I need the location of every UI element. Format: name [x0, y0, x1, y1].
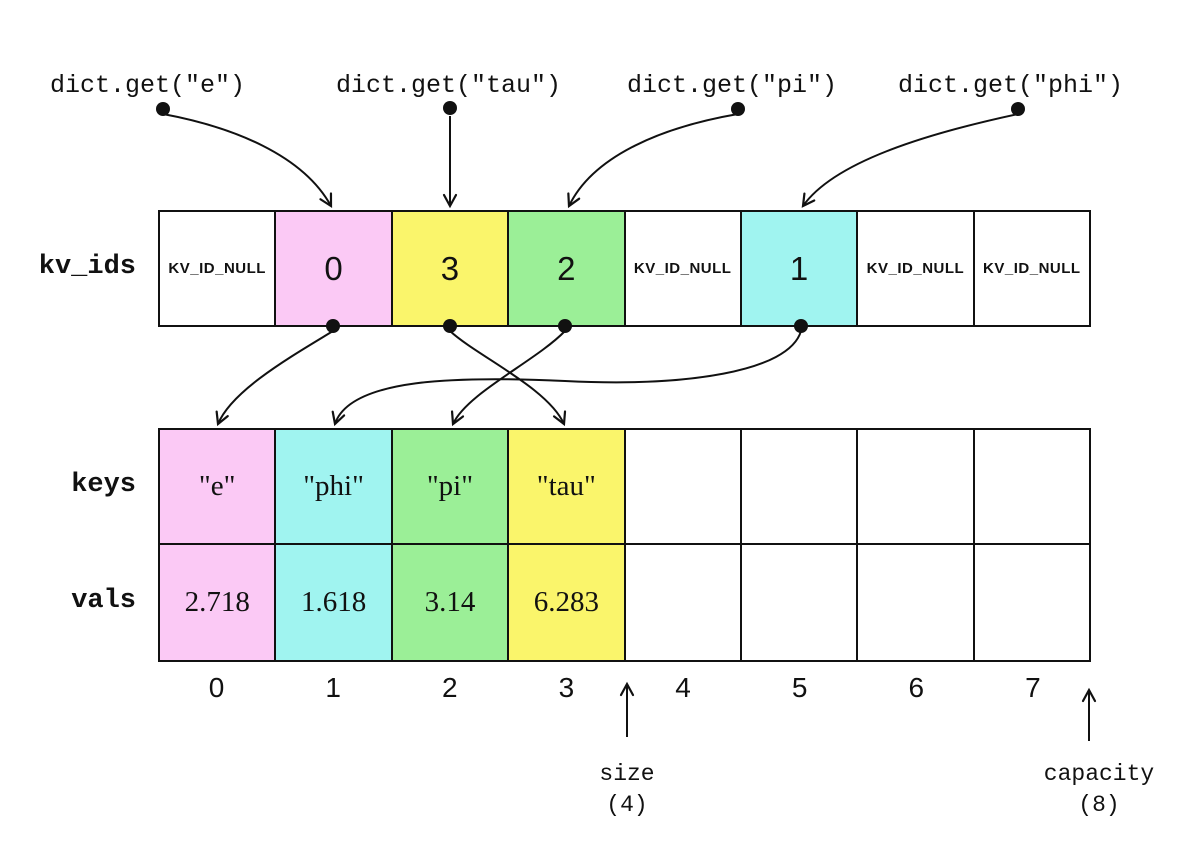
kv_ids-cell-value: 3 [440, 249, 460, 287]
vals-cell-value: 1.618 [300, 586, 367, 618]
vals-cell-6 [856, 543, 975, 662]
kv_ids-cell-4: KV_ID_NULL [623, 210, 742, 327]
slot-index-6: 6 [908, 672, 925, 703]
keys-cell-1: "phi" [274, 428, 393, 545]
row-label-vals: vals [71, 586, 136, 616]
vals-cell-0: 2.718 [158, 543, 277, 662]
arrow-kvid3-to-key-tau [449, 330, 567, 427]
vals-cell-value: 3.14 [424, 586, 476, 618]
query-label-tau: dict.get("tau") [336, 71, 562, 100]
kv_ids-cell-value: KV_ID_NULL [983, 260, 1081, 277]
kv_ids-cell-value: 2 [557, 249, 576, 287]
kv_ids-cell-value: KV_ID_NULL [633, 260, 732, 277]
kv_ids-cell-5: 1 [739, 210, 859, 327]
size-label: size [599, 761, 655, 787]
keys-cell-5 [739, 428, 859, 545]
vals-cell-7 [972, 543, 1091, 662]
vals-cell-1: 1.618 [274, 543, 393, 662]
vals-cell-value: 2.718 [184, 586, 250, 618]
kv_ids-cell-value: 0 [324, 249, 343, 287]
vals-cell-5 [739, 543, 859, 662]
keys-cell-value: "e" [198, 470, 236, 502]
kv_ids-cell-2: 3 [390, 210, 510, 327]
capacity-label: capacity [1043, 761, 1155, 787]
slot-index-2: 2 [441, 672, 458, 703]
slot-index-1: 1 [325, 672, 341, 703]
vals-cell-2: 3.14 [390, 543, 510, 662]
query-label-e: dict.get("e") [50, 71, 246, 100]
keys-cell-2: "pi" [390, 428, 510, 545]
slot-index-5: 5 [791, 672, 808, 703]
kv_ids-cell-7: KV_ID_NULL [972, 210, 1091, 327]
size-value: (4) [606, 792, 648, 818]
keys-cell-0: "e" [158, 428, 277, 545]
arrow-kvid2-to-key-pi [450, 330, 566, 427]
keys-cell-value: "pi" [426, 470, 474, 502]
arrow-kvid1-to-key-phi [331, 330, 802, 427]
kv_ids-cell-value: 1 [789, 249, 809, 287]
keys-cell-6 [856, 428, 975, 545]
arrow-get-pi-to-slot3 [567, 113, 739, 209]
vals-cell-3: 6.283 [507, 543, 626, 662]
capacity-value: (8) [1078, 792, 1120, 818]
arrow-get-phi-to-slot5 [801, 113, 1019, 208]
slot-index-7: 7 [1025, 672, 1041, 703]
query-label-pi: dict.get("pi") [627, 71, 838, 100]
kv_ids-cell-1: 0 [274, 210, 393, 327]
keys-array: "e" "phi" "pi" "tau" [158, 428, 1091, 545]
vals-array: 2.718 1.618 3.14 6.283 [158, 543, 1091, 662]
keys-cell-value: "phi" [303, 470, 364, 502]
arrow-kvid0-to-key-e [215, 330, 334, 427]
keys-cell-7 [972, 428, 1091, 545]
keys-cell-value: "tau" [536, 470, 596, 502]
kv_ids-cell-0: KV_ID_NULL [158, 210, 277, 327]
row-label-keys: keys [71, 470, 136, 500]
query-label-phi: dict.get("phi") [898, 71, 1124, 100]
kv_ids-cell-value: KV_ID_NULL [866, 260, 965, 277]
kv_ids-cell-6: KV_ID_NULL [856, 210, 975, 327]
keys-cell-3: "tau" [507, 428, 626, 545]
vals-cell-4 [623, 543, 742, 662]
kv_ids-cell-value: KV_ID_NULL [168, 260, 266, 277]
keys-cell-4 [623, 428, 742, 545]
vals-cell-value: 6.283 [533, 586, 599, 618]
kv_ids-cell-3: 2 [507, 210, 626, 327]
kv-ids-array: KV_ID_NULL 0 3 2 KV_ID_NULL 1 KV_ID_NULL KV_ID_… [158, 210, 1091, 327]
slot-index-0: 0 [208, 672, 225, 703]
row-label-kv-ids: kv_ids [38, 252, 136, 282]
slot-index-4: 4 [675, 672, 691, 703]
slot-index-3: 3 [558, 672, 575, 703]
arrow-get-e-to-slot1 [162, 113, 333, 209]
